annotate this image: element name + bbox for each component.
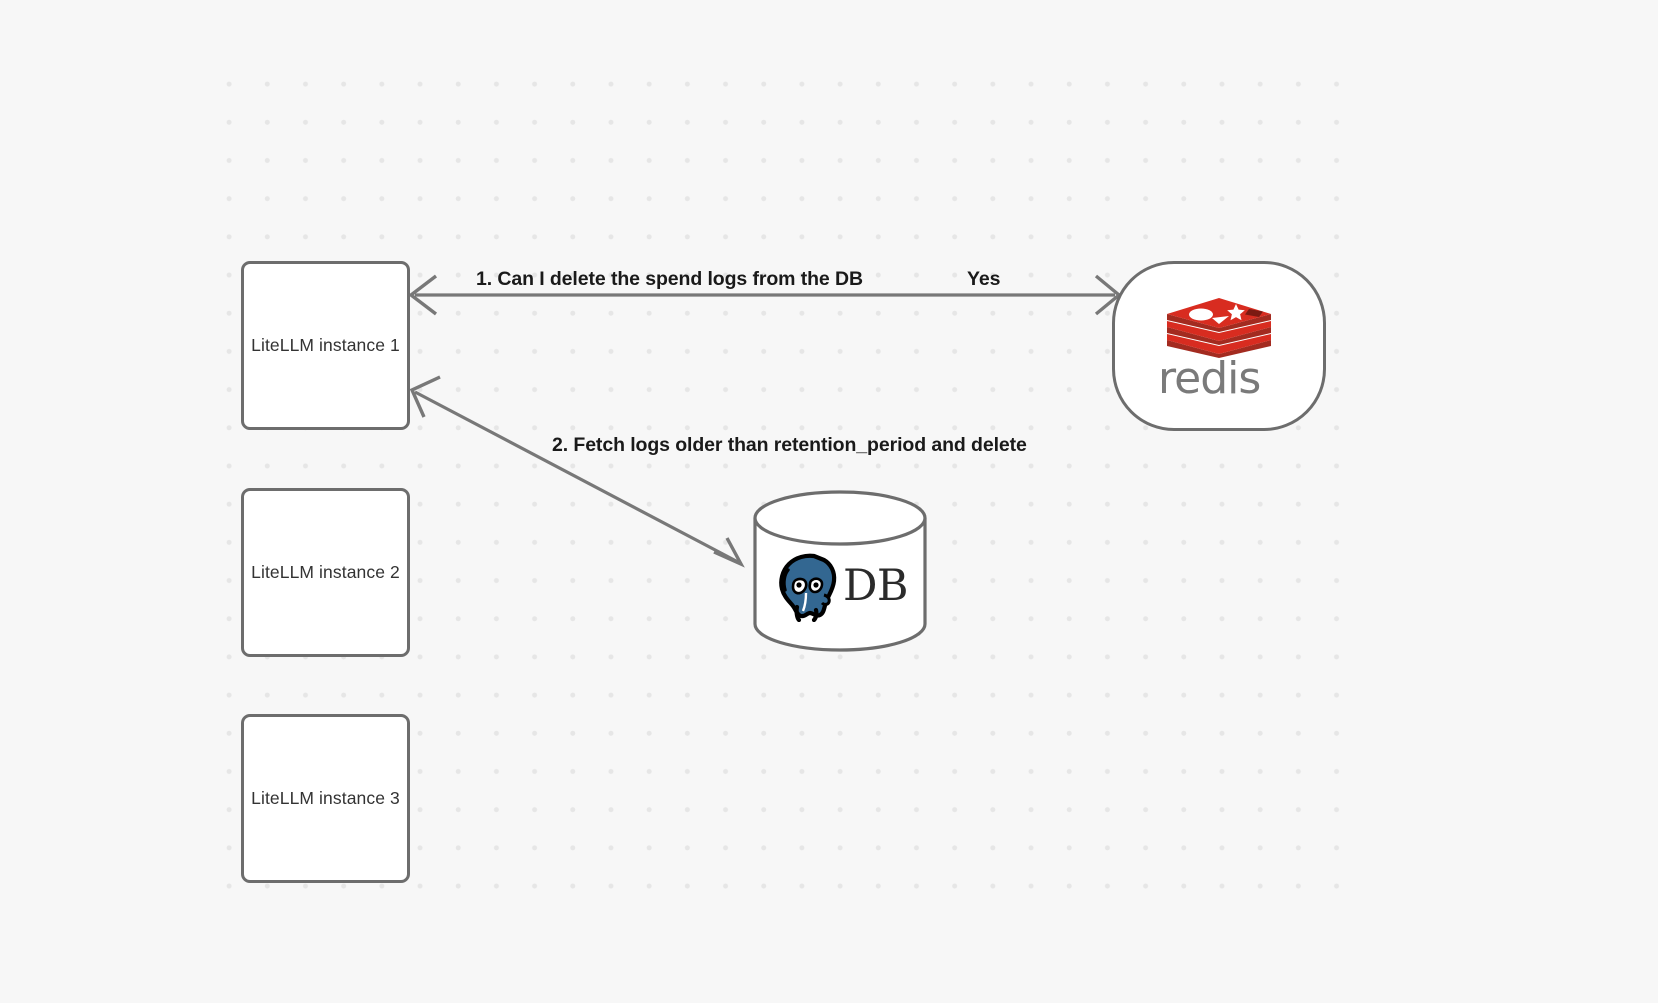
node-database[interactable]: DB [753, 490, 927, 652]
edge-label-yes: Yes [967, 268, 1001, 290]
arrowhead-left [408, 274, 438, 316]
node-label: LiteLLM instance 1 [251, 335, 400, 355]
node-redis[interactable]: redis [1112, 261, 1326, 431]
redis-wordmark: redis [1158, 357, 1280, 401]
node-label: LiteLLM instance 2 [251, 562, 400, 582]
redis-logo-icon [1165, 294, 1273, 358]
node-label: LiteLLM instance 3 [251, 788, 400, 808]
edge-label-step-1: 1. Can I delete the spend logs from the … [476, 268, 863, 290]
postgresql-elephant-icon [772, 550, 842, 623]
db-logo-and-label: DB [753, 542, 927, 630]
node-litellm-instance-2[interactable]: LiteLLM instance 2 [241, 488, 410, 657]
redis-wordmark-text: redis [1158, 353, 1261, 404]
arrowhead-upper-left [409, 375, 441, 418]
node-litellm-instance-3[interactable]: LiteLLM instance 3 [241, 714, 410, 883]
node-litellm-instance-1[interactable]: LiteLLM instance 1 [241, 261, 410, 430]
edge-label-step-2: 2. Fetch logs older than retention_perio… [552, 434, 1027, 456]
arrowhead-lower-right [713, 537, 745, 568]
edge-litellm1-db [409, 375, 745, 568]
db-label: DB [842, 561, 909, 611]
